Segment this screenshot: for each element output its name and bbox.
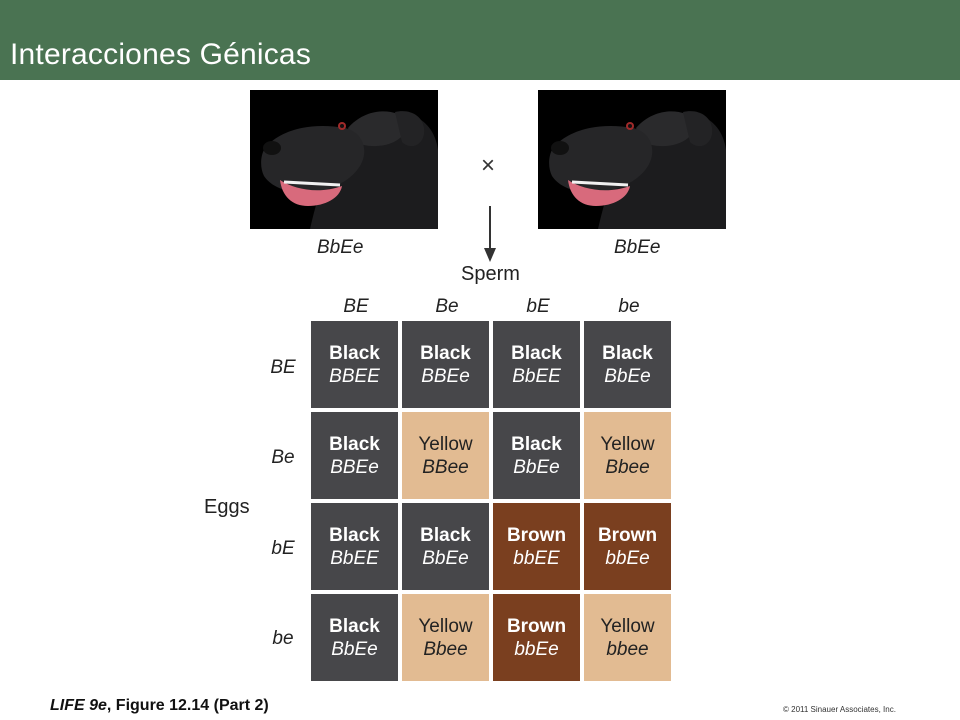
caption-figure: , Figure 12.14 (Part 2) bbox=[106, 697, 269, 714]
genotype-label: Bbee bbox=[423, 638, 468, 660]
slide-title: Interacciones Génicas bbox=[10, 38, 312, 71]
sperm-gamete-header: Be bbox=[435, 296, 459, 317]
sperm-gamete-header: bE bbox=[526, 296, 550, 317]
egg-gamete-header: BE bbox=[270, 357, 296, 378]
genotype-label: bbee bbox=[606, 638, 649, 660]
egg-gamete-header: Be bbox=[271, 447, 295, 468]
genotype-label: BbEE bbox=[512, 365, 561, 387]
phenotype-label: Black bbox=[420, 524, 471, 546]
phenotype-label: Black bbox=[511, 433, 562, 455]
phenotype-label: Black bbox=[329, 433, 380, 455]
phenotype-label: Black bbox=[329, 342, 380, 364]
dog-illustration bbox=[250, 90, 438, 229]
parent-dog-photo-right bbox=[538, 90, 726, 229]
sperm-gamete-header: be bbox=[618, 296, 640, 317]
phenotype-label: Yellow bbox=[418, 615, 473, 637]
genotype-label: BBee bbox=[422, 456, 469, 478]
egg-gamete-header: bE bbox=[271, 538, 295, 559]
genotype-label: bbEe bbox=[605, 547, 650, 569]
cross-symbol: × bbox=[481, 152, 496, 179]
phenotype-label: Black bbox=[511, 342, 562, 364]
sperm-gamete-header: BE bbox=[343, 296, 369, 317]
parent-genotype-left: BbEe bbox=[317, 237, 364, 258]
phenotype-label: Yellow bbox=[600, 433, 655, 455]
dog-illustration bbox=[538, 90, 726, 229]
genotype-label: BBEe bbox=[330, 456, 379, 478]
egg-gamete-header: be bbox=[272, 628, 294, 649]
phenotype-label: Yellow bbox=[418, 433, 473, 455]
genotype-label: BBEE bbox=[329, 365, 380, 387]
phenotype-label: Black bbox=[329, 615, 380, 637]
genotype-label: BbEe bbox=[422, 547, 469, 569]
genotype-label: bbEe bbox=[514, 638, 559, 660]
caption-book: LIFE 9e bbox=[50, 697, 107, 714]
genotype-label: Bbee bbox=[605, 456, 650, 478]
phenotype-label: Black bbox=[329, 524, 380, 546]
parent-dog-photo-left bbox=[250, 90, 438, 229]
phenotype-label: Brown bbox=[506, 524, 567, 546]
parent-genotype-right: BbEe bbox=[614, 237, 661, 258]
genotype-label: bbEE bbox=[513, 547, 560, 569]
sperm-label: Sperm bbox=[461, 263, 520, 285]
title-bar bbox=[0, 0, 960, 80]
figure-caption: LIFE 9e, Figure 12.14 (Part 2) bbox=[50, 697, 269, 715]
genotype-label: BbEe bbox=[331, 638, 378, 660]
genotype-label: BbEe bbox=[513, 456, 560, 478]
phenotype-label: Black bbox=[420, 342, 471, 364]
genotype-label: BbEe bbox=[604, 365, 651, 387]
eggs-label: Eggs bbox=[204, 496, 250, 518]
genotype-label: BbEE bbox=[330, 547, 379, 569]
phenotype-label: Black bbox=[602, 342, 653, 364]
phenotype-label: Brown bbox=[597, 524, 658, 546]
phenotype-label: Yellow bbox=[600, 615, 655, 637]
copyright-notice: © 2011 Sinauer Associates, Inc. bbox=[783, 705, 896, 714]
down-arrow-icon bbox=[484, 206, 496, 262]
phenotype-label: Brown bbox=[506, 615, 567, 637]
genotype-label: BBEe bbox=[421, 365, 470, 387]
